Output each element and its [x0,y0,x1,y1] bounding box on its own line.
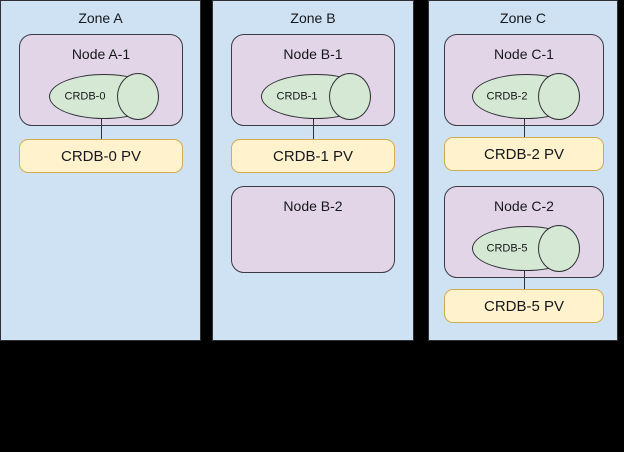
pv-label-crdb-2-pv: CRDB-2 PV [483,145,565,163]
cylinder-end-cap [329,73,371,120]
node-title-a-1: Node A-1 [71,46,131,62]
pv-box-crdb-1-pv: CRDB-1 PV [231,139,395,173]
node-box-a-1: Node A-1 CRDB-0 [19,34,183,126]
pv-box-crdb-2-pv: CRDB-2 PV [444,137,604,171]
connector-node-c-2-to-crdb-5-pv [524,270,525,292]
node-box-c-2: Node C-2 CRDB-5 [444,186,604,278]
database-label-crdb-5: CRDB-5 [486,242,528,254]
pv-box-crdb-5-pv: CRDB-5 PV [444,289,604,323]
cylinder-end-cap [538,73,580,120]
pv-box-crdb-0-pv: CRDB-0 PV [19,139,183,173]
connector-node-c-1-to-crdb-2-pv [524,118,525,140]
zone-panel-b: Zone B Node B-1 CRDB-1 CRDB-1 PV Node B-… [212,0,414,341]
connector-node-a-1-to-crdb-0-pv [101,118,102,142]
database-cylinder-crdb-0: CRDB-0 [49,73,159,120]
database-label-crdb-1: CRDB-1 [276,90,318,102]
node-title-b-1: Node B-1 [283,46,343,62]
pv-label-crdb-1-pv: CRDB-1 PV [272,147,354,165]
node-box-b-2: Node B-2 [231,186,395,273]
pv-label-crdb-0-pv: CRDB-0 PV [60,147,142,165]
node-title-c-2: Node C-2 [494,198,554,214]
zone-panel-c: Zone C Node C-1 CRDB-2 CRDB-2 PV Node C-… [428,0,618,341]
zone-title-a: Zone A [78,10,123,26]
database-cylinder-crdb-5: CRDB-5 [472,225,580,272]
cylinder-end-cap [117,73,159,120]
database-cylinder-crdb-1: CRDB-1 [261,73,371,120]
node-title-b-2: Node B-2 [283,198,343,214]
node-box-b-1: Node B-1 CRDB-1 [231,34,395,126]
connector-node-b-1-to-crdb-1-pv [313,118,314,142]
zone-title-b: Zone B [290,10,336,26]
cylinder-end-cap [538,225,580,272]
node-title-c-1: Node C-1 [494,46,554,62]
node-box-c-1: Node C-1 CRDB-2 [444,34,604,126]
zone-title-c: Zone C [500,10,546,26]
database-cylinder-crdb-2: CRDB-2 [472,73,580,120]
database-label-crdb-2: CRDB-2 [486,90,528,102]
database-label-crdb-0: CRDB-0 [64,90,106,102]
pv-label-crdb-5-pv: CRDB-5 PV [483,297,565,315]
zone-panel-a: Zone A Node A-1 CRDB-0 CRDB-0 PV [0,0,201,341]
